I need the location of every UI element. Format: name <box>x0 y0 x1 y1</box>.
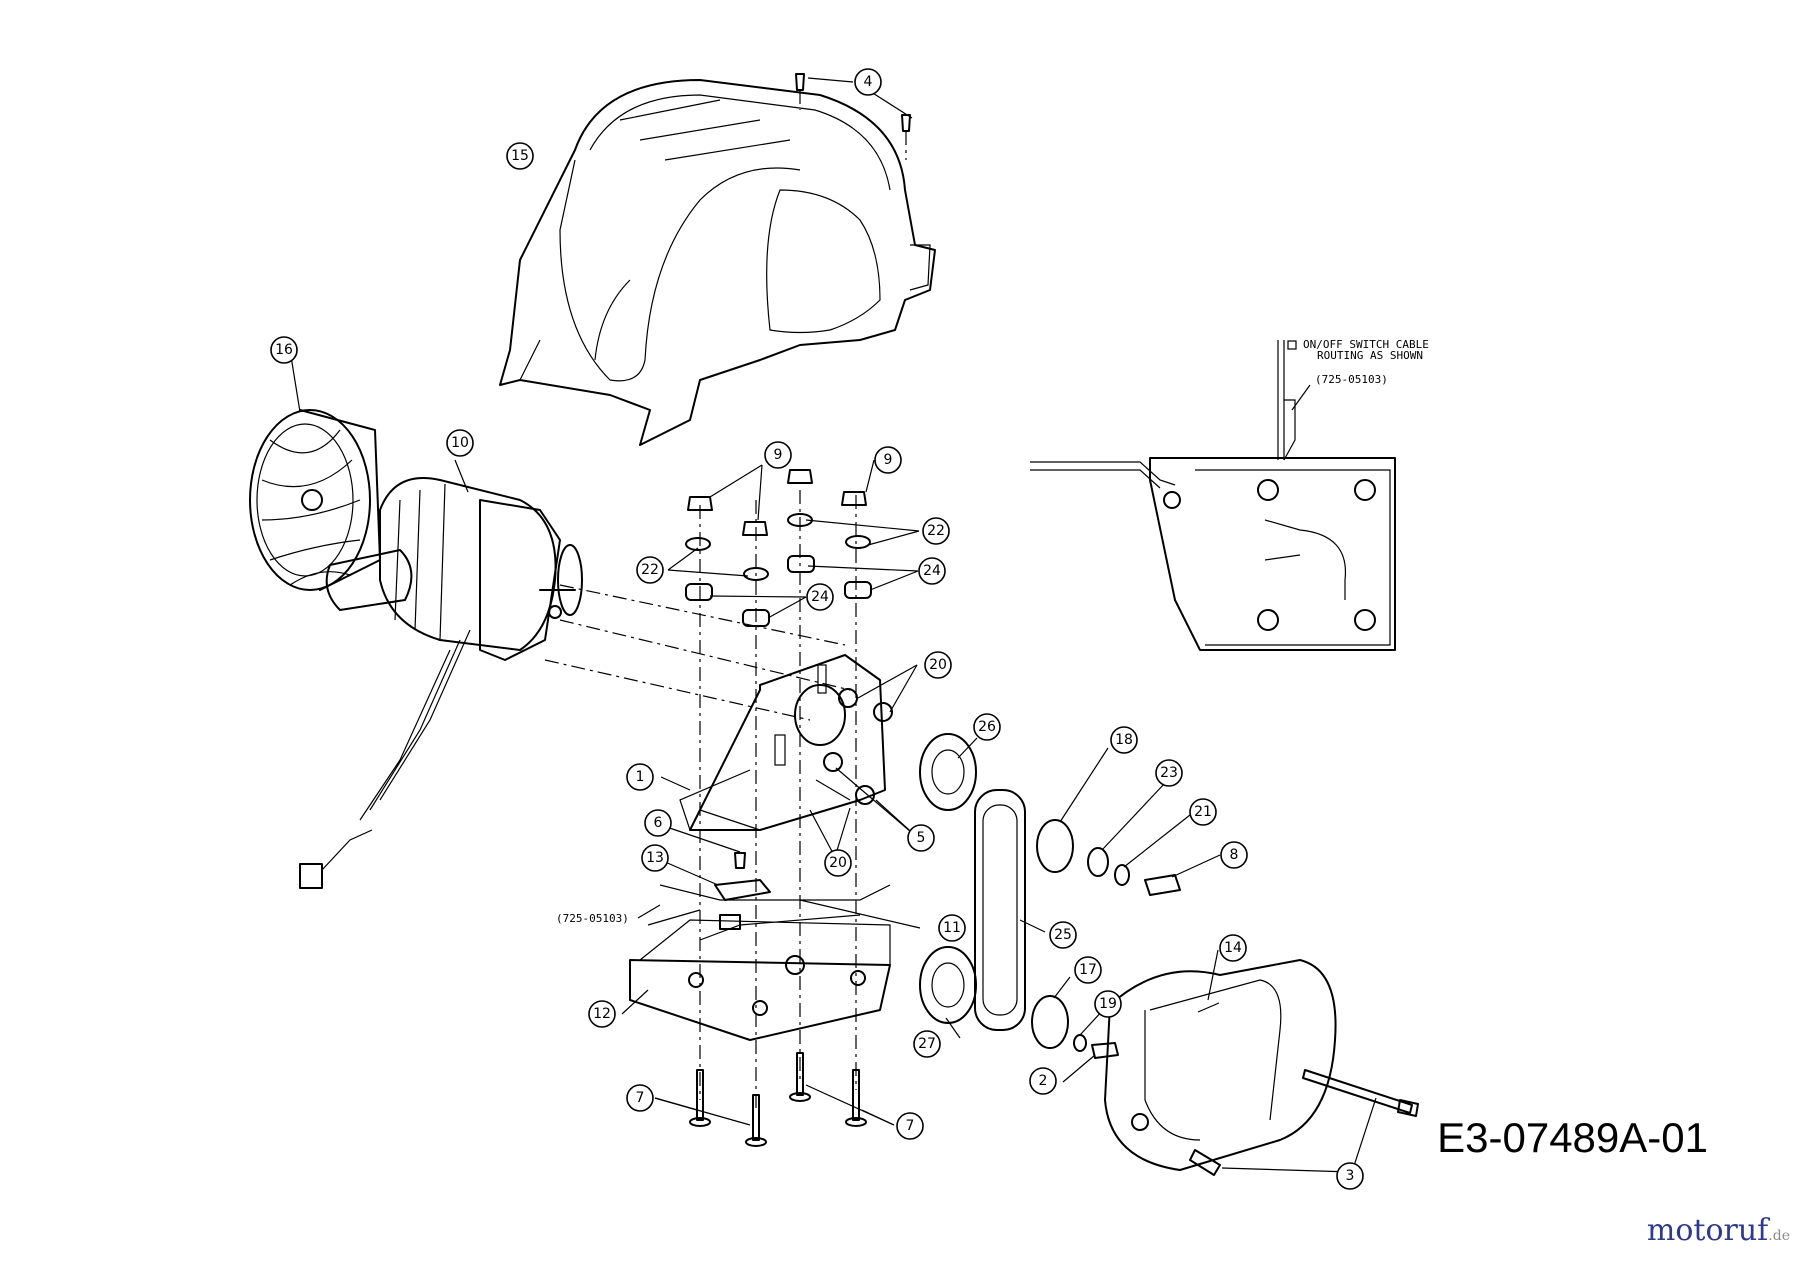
callout-18: 18 <box>1110 726 1138 754</box>
callout-14: 14 <box>1219 934 1247 962</box>
callout-22: 22 <box>636 556 664 584</box>
callout-4: 4 <box>854 68 882 96</box>
callout-8: 8 <box>1220 841 1248 869</box>
svg-text:25: 25 <box>1054 927 1072 943</box>
drive-train <box>919 733 1046 1039</box>
callout-13: 13 <box>641 844 669 872</box>
belt-cover <box>1104 949 1419 1176</box>
drawing-code: E3-07489A-01 <box>1437 1114 1708 1161</box>
pulley-hardware <box>1031 747 1221 1083</box>
svg-text:3: 3 <box>1346 1168 1355 1184</box>
callout-10: 10 <box>446 429 474 457</box>
callout-3: 3 <box>1336 1162 1364 1190</box>
callout-26: 26 <box>973 713 1001 741</box>
svg-text:14: 14 <box>1224 940 1242 956</box>
callout-21: 21 <box>1189 798 1217 826</box>
svg-text:26: 26 <box>978 719 996 735</box>
cable-part-number-inset: (725-05103) <box>1315 373 1388 386</box>
svg-text:5: 5 <box>917 830 926 846</box>
callout-20: 20 <box>924 651 952 679</box>
callout-16: 16 <box>270 336 298 364</box>
callout-19: 19 <box>1094 990 1122 1018</box>
callout-2: 2 <box>1029 1067 1057 1095</box>
annotations: ON/OFF SWITCH CABLE ROUTING AS SHOWN (72… <box>556 338 1429 925</box>
cable-routing-note-line-2: ROUTING AS SHOWN <box>1317 349 1423 362</box>
mounting-hardware <box>667 459 920 627</box>
callout-23: 23 <box>1155 759 1183 787</box>
svg-text:6: 6 <box>654 815 663 831</box>
svg-text:13: 13 <box>646 850 664 866</box>
svg-text:2: 2 <box>1039 1073 1048 1089</box>
motor-bracket <box>660 654 919 858</box>
watermark-brand: motoruf <box>1646 1213 1769 1248</box>
switch-box <box>621 822 921 1041</box>
watermark-tld: .de <box>1768 1228 1790 1244</box>
svg-text:19: 19 <box>1099 996 1117 1012</box>
fan <box>249 349 381 591</box>
cable-part-number-main: (725-05103) <box>556 912 629 925</box>
cable-routing-inset <box>1030 340 1396 651</box>
svg-text:12: 12 <box>593 1006 611 1022</box>
svg-text:22: 22 <box>927 523 945 539</box>
callout-12: 12 <box>588 1000 616 1028</box>
svg-text:9: 9 <box>884 452 893 468</box>
callout-24: 24 <box>806 583 834 611</box>
watermark-logo: motoruf.de <box>1647 1213 1790 1248</box>
svg-text:20: 20 <box>829 855 847 871</box>
svg-text:16: 16 <box>275 342 293 358</box>
screws-4 <box>795 73 913 160</box>
svg-text:10: 10 <box>451 435 469 451</box>
svg-text:17: 17 <box>1079 962 1097 978</box>
svg-text:8: 8 <box>1230 847 1239 863</box>
svg-text:7: 7 <box>636 1090 645 1106</box>
svg-text:4: 4 <box>864 74 873 90</box>
svg-text:15: 15 <box>511 148 529 164</box>
callout-24: 24 <box>918 557 946 585</box>
svg-text:1: 1 <box>636 769 645 785</box>
svg-text:7: 7 <box>906 1118 915 1134</box>
callout-9: 9 <box>874 446 902 474</box>
svg-text:20: 20 <box>929 657 947 673</box>
callout-7: 7 <box>626 1084 654 1112</box>
svg-text:27: 27 <box>918 1036 936 1052</box>
callout-15: 15 <box>506 142 534 170</box>
callout-9: 9 <box>764 441 792 469</box>
svg-text:24: 24 <box>923 563 941 579</box>
svg-text:21: 21 <box>1194 804 1212 820</box>
svg-text:24: 24 <box>811 589 829 605</box>
callout-7: 7 <box>896 1112 924 1140</box>
svg-text:11: 11 <box>943 920 961 936</box>
top-cover <box>499 79 936 446</box>
svg-text:22: 22 <box>641 562 659 578</box>
cable-routing-note-line-1: ON/OFF SWITCH CABLE <box>1303 338 1429 351</box>
svg-text:18: 18 <box>1115 732 1133 748</box>
bolts-7 <box>654 1052 895 1147</box>
callout-6: 6 <box>644 809 672 837</box>
motor <box>299 459 583 889</box>
callout-17: 17 <box>1074 956 1102 984</box>
callout-11: 11 <box>938 914 966 942</box>
svg-text:9: 9 <box>774 447 783 463</box>
callout-27: 27 <box>913 1030 941 1058</box>
callout-20: 20 <box>824 849 852 877</box>
svg-text:23: 23 <box>1160 765 1178 781</box>
callouts: 4 15 16 10 9 9 22 22 24 24 20 20 26 1 5 … <box>270 68 1364 1190</box>
callout-22: 22 <box>922 517 950 545</box>
callout-1: 1 <box>626 763 654 791</box>
callout-5: 5 <box>907 824 935 852</box>
callout-25: 25 <box>1049 921 1077 949</box>
